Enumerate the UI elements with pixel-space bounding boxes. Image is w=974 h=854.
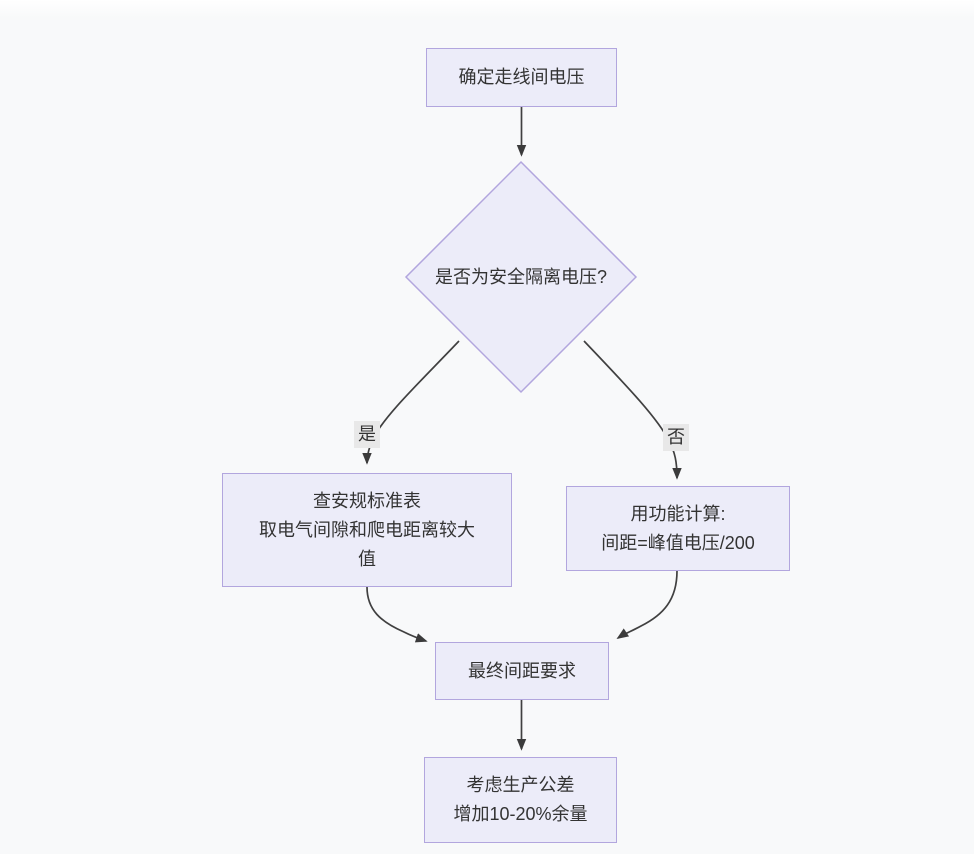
node-margin-line-1: 考虑生产公差 <box>466 775 575 795</box>
node-start: 确定走线间电压 <box>426 48 617 107</box>
node-final: 最终间距要求 <box>435 642 609 700</box>
edge-functional-to-final <box>616 570 678 639</box>
decision-diamond-shape <box>404 160 638 394</box>
node-safety: 查安规标准表 取电气间隙和爬电距离较大 值 <box>222 473 512 587</box>
node-functional: 用功能计算: 间距=峰值电压/200 <box>566 486 790 571</box>
edge-label-yes: 是 <box>354 421 380 448</box>
node-final-label: 最终间距要求 <box>468 660 576 681</box>
node-safety-line-3: 值 <box>358 548 376 569</box>
node-margin-line-2: 增加10-20%余量 <box>453 804 588 824</box>
node-start-label: 确定走线间电压 <box>458 67 585 87</box>
node-functional-line-2: 间距=峰值电压/200 <box>601 532 755 553</box>
node-margin: 考虑生产公差 增加10-20%余量 <box>424 757 617 843</box>
edge-decision-to-safety <box>362 340 460 465</box>
node-functional-line-1: 用功能计算: <box>630 503 726 524</box>
node-decision-label: 是否为安全隔离电压? <box>434 267 607 287</box>
edge-safety-to-final <box>366 586 428 643</box>
node-safety-line-2: 取电气间隙和爬电距离较大 <box>259 519 475 540</box>
edge-label-no: 否 <box>663 424 689 451</box>
edge-decision-to-functional <box>583 340 682 480</box>
node-safety-line-1: 查安规标准表 <box>313 490 421 511</box>
